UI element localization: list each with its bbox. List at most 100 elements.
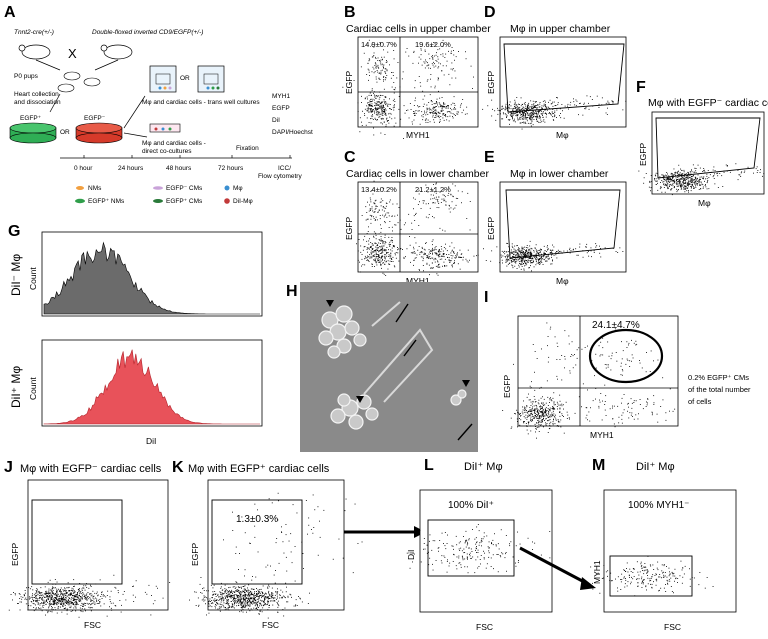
- panel-f: F Mφ with EGFP⁻ cardiac cells EGFP Mφ: [636, 79, 768, 208]
- egfp-neg-label: EGFP⁻: [84, 115, 106, 122]
- legend-egfp-cm: EGFP⁺ CMs: [166, 198, 203, 205]
- panel-d-title: Mφ in upper chamber: [510, 23, 611, 35]
- panel-b-ylabel: EGFP: [344, 71, 354, 94]
- panel-e-xlabel: Mφ: [556, 276, 569, 286]
- panel-i-letter: I: [484, 289, 488, 306]
- panel-g-top-label: DiI⁻ Mφ: [9, 254, 23, 296]
- cross-arrows: [35, 59, 119, 71]
- panel-f-gate: [655, 117, 761, 179]
- fixation-label: Fixation: [236, 145, 259, 152]
- legend-cm-neg-icon: [153, 186, 163, 190]
- transwell-icon: [149, 65, 177, 93]
- panel-m-title: DiI⁺ Mφ: [636, 461, 675, 473]
- panel-d: D Mφ in upper chamber EGFP Mφ: [484, 4, 627, 140]
- panel-j-title: Mφ with EGFP⁻ cardiac cells: [20, 463, 162, 475]
- panel-f-title: Mφ with EGFP⁻ cardiac cells: [648, 97, 768, 109]
- panel-d-plot: [499, 36, 627, 128]
- icc-label-2: Flow cytometry: [258, 173, 302, 180]
- panel-d-events: [487, 95, 627, 130]
- panel-b-q-left: 14.9±0.7%: [361, 40, 397, 49]
- panel-d-xlabel: Mφ: [556, 130, 569, 140]
- mouse-icon: [18, 44, 51, 60]
- dil-negative-histogram: [43, 241, 260, 315]
- panel-a: A Tnnt2-cre(+/-) X Double-floxed inverte…: [4, 4, 313, 205]
- legend-nm-icon: [76, 186, 84, 190]
- panel-c-plot: [357, 181, 479, 273]
- timeline-ticks: [83, 155, 291, 158]
- gating-arrow-l-to-m: [519, 546, 596, 590]
- arrowhead-icon: [462, 380, 470, 387]
- or-label-2: OR: [180, 75, 190, 82]
- panel-g: G DiI⁻ Mφ Count DiI⁺ Mφ Count DiI: [8, 223, 263, 446]
- co-culture-arrow: [123, 132, 148, 138]
- panel-i-note-2: of the total number: [688, 385, 751, 394]
- panel-m-ylabel: MYH1: [592, 560, 602, 584]
- legend-cm-neg: EGFP⁻ CMs: [166, 185, 203, 192]
- panel-i-note-3: of cells: [688, 397, 712, 406]
- panel-j-plot: [27, 479, 169, 611]
- panel-f-letter: F: [636, 79, 646, 96]
- panel-c-title: Cardiac cells in lower chamber: [346, 168, 489, 180]
- pup-icons: [57, 71, 101, 93]
- panel-l-gate: [427, 519, 515, 577]
- mouse2-label: Double-floxed inverted CD9/EGFP(+/-): [92, 29, 203, 36]
- panel-k-plot: [207, 479, 345, 611]
- transwell-label: Mφ and cardiac cells - trans well cultur…: [142, 99, 260, 106]
- panel-m-letter: M: [592, 457, 605, 474]
- legend-mphi: Mφ: [233, 185, 243, 192]
- panel-l-title: DiI⁺ Mφ: [464, 461, 503, 473]
- timepoint-24h: 24 hours: [118, 165, 144, 172]
- panel-m: M DiI⁺ Mφ 100% MYH1⁻ MYH1 FSC: [590, 457, 737, 632]
- harvest-label-1: Heart collection: [14, 91, 59, 98]
- panel-k-xlabel: FSC: [262, 620, 279, 630]
- arrowhead-markers: [326, 300, 470, 403]
- legend-egfp-cm-icon: [153, 199, 163, 203]
- transwell-arrow: [123, 95, 146, 129]
- panel-e-gate: [505, 189, 621, 259]
- panel-b-q-right: 19.6±2.0%: [415, 40, 451, 49]
- panel-e: E Mφ in lower chamber EGFP Mφ: [477, 149, 627, 286]
- panel-k: K Mφ with EGFP⁺ cardiac cells 1.3±0.3% E…: [172, 459, 363, 630]
- timepoint-48h: 48 hours: [166, 165, 192, 172]
- pups-label: P0 pups: [14, 73, 39, 80]
- panel-l-ylabel: DiI: [406, 550, 416, 560]
- panel-k-gate-value: 1.3±0.3%: [236, 514, 278, 525]
- gating-arrow-k-to-l: [344, 526, 426, 538]
- panel-l-gate-value: 100% DiI⁺: [448, 500, 494, 511]
- cell-processes: [363, 301, 434, 403]
- panel-i-events: [502, 322, 676, 439]
- panel-e-ylabel: EGFP: [486, 217, 496, 240]
- panel-c-xlabel: MYH1: [406, 276, 430, 286]
- panel-c: C Cardiac cells in lower chamber 13.4±0.…: [344, 149, 489, 286]
- panel-i-gate-value: 24.1±4.7%: [592, 320, 640, 331]
- panel-b-letter: B: [344, 4, 356, 21]
- egfp-cm-gate-ellipse: [588, 328, 664, 384]
- panel-d-gate: [503, 43, 625, 113]
- panel-c-ylabel: EGFP: [344, 217, 354, 240]
- panel-k-ylabel: EGFP: [190, 543, 200, 566]
- transwell-icon: [197, 65, 225, 93]
- egfp-pos-label: EGFP⁺: [20, 115, 42, 122]
- panel-d-ylabel: EGFP: [486, 71, 496, 94]
- panel-e-title: Mφ in lower chamber: [510, 168, 609, 180]
- egfp-negative-dish: [75, 122, 123, 144]
- panel-l-events: [406, 524, 551, 574]
- panel-m-plot: [603, 489, 737, 613]
- panel-i-ylabel: EGFP: [502, 375, 512, 398]
- panel-b-xlabel: MYH1: [406, 130, 430, 140]
- panel-h: H: [286, 282, 478, 452]
- panel-j-letter: J: [4, 459, 13, 476]
- panel-i-note-1: 0.2% EGFP⁺ CMs: [688, 373, 749, 382]
- stain-dapi: DAPI/Hoechst: [272, 129, 313, 136]
- panel-i-xlabel: MYH1: [590, 430, 614, 440]
- panel-d-letter: D: [484, 4, 496, 21]
- panel-c-letter: C: [344, 149, 356, 166]
- arrow-icon: [403, 339, 417, 357]
- panel-m-xlabel: FSC: [664, 622, 681, 632]
- panel-g-bottom-label: DiI⁺ Mφ: [9, 366, 23, 408]
- icc-label-1: ICC/: [278, 165, 291, 172]
- panel-e-letter: E: [484, 149, 495, 166]
- stain-dil: DiI: [272, 117, 280, 124]
- legend-dil: DiI-Mφ: [233, 198, 253, 205]
- panel-k-title: Mφ with EGFP⁺ cardiac cells: [188, 463, 330, 475]
